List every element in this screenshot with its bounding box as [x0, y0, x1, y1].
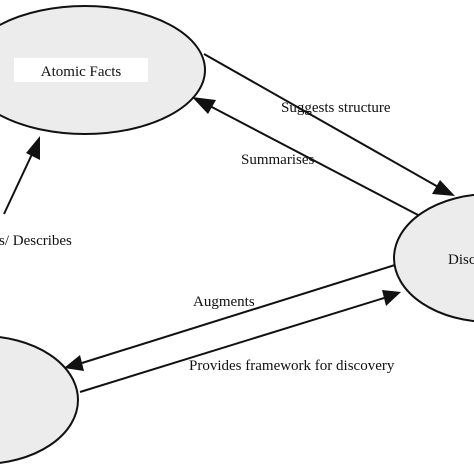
augments-arrowhead — [64, 355, 84, 371]
suggests-structure-arrowhead — [432, 180, 455, 196]
discovery-node: Disc — [393, 193, 474, 323]
describes-label: s/ Describes — [0, 233, 72, 249]
discovery-label: Disc — [448, 252, 474, 268]
suggests-structure-edge: Suggests structure — [203, 53, 455, 196]
summarises-edge: Summarises — [192, 97, 419, 216]
atomic-facts-label-box — [14, 58, 148, 82]
framework-ellipse — [0, 336, 79, 464]
atomic-facts-node: Atomic Facts — [0, 5, 206, 135]
augments-edge: Augments — [64, 264, 396, 371]
provides-framework-arrow-line — [79, 297, 385, 393]
atomic-facts-label: Atomic Facts — [41, 64, 122, 80]
provides-framework-arrowhead — [382, 290, 401, 306]
describes-edge: s/ Describes — [0, 136, 72, 249]
discovery-ellipse — [393, 193, 474, 323]
describes-arrowhead — [26, 136, 40, 160]
provides-framework-label: Provides framework for discovery — [189, 358, 395, 374]
describes-arrow-line — [3, 151, 34, 215]
summarises-label: Summarises — [241, 152, 314, 168]
provides-framework-edge: Provides framework for discovery — [79, 290, 401, 393]
framework-node — [0, 336, 79, 464]
summarises-arrow-line — [207, 104, 419, 216]
augments-arrow-line — [81, 264, 396, 364]
suggests-structure-arrow-line — [203, 53, 441, 189]
augments-label: Augments — [193, 294, 255, 310]
summarises-arrowhead — [192, 97, 216, 114]
suggests-structure-label: Suggests structure — [281, 100, 391, 116]
